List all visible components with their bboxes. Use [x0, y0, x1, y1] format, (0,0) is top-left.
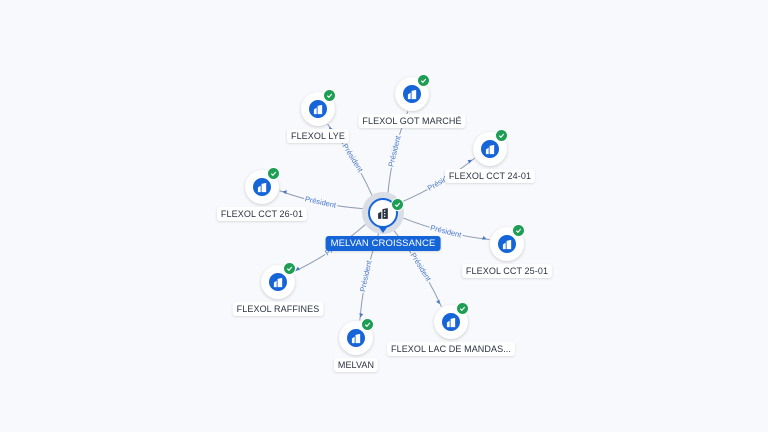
- verified-check-icon: [417, 74, 430, 87]
- center-node-label: MELVAN CROISSANCE: [325, 236, 441, 251]
- edge-label: Président: [340, 142, 365, 174]
- edge-arrow: [359, 313, 364, 318]
- node-label: FLEXOL CCT 25-01: [461, 264, 553, 278]
- verified-check-icon: [283, 262, 296, 275]
- node-circle[interactable]: [473, 129, 508, 166]
- building-icon: [313, 104, 322, 114]
- node-circle[interactable]: [434, 302, 469, 339]
- verified-check-icon: [361, 318, 374, 331]
- node-circle[interactable]: [395, 74, 430, 111]
- building-icon: [502, 239, 511, 249]
- edge-label: Président: [386, 134, 402, 168]
- node-label: FLEXOL LAC DE MANDAS...: [387, 342, 515, 356]
- building-icon: [257, 182, 266, 192]
- verified-check-icon: [323, 89, 336, 102]
- verified-check-icon: [495, 129, 508, 142]
- node-circle[interactable]: [339, 318, 374, 355]
- building-icon: [446, 317, 455, 327]
- edge-arrow: [467, 159, 472, 164]
- building-icon: [485, 144, 494, 154]
- edge-arrow: [282, 190, 287, 195]
- verified-check-icon: [391, 198, 404, 211]
- building-icon: [407, 89, 416, 99]
- edge-arrow: [436, 299, 440, 305]
- edge-line: [403, 217, 490, 241]
- node-label: FLEXOL RAFFINES: [232, 302, 324, 316]
- edge-arrow: [482, 235, 487, 240]
- edge-label: Président: [358, 259, 374, 293]
- verified-check-icon: [512, 224, 525, 237]
- verified-check-icon: [456, 302, 469, 315]
- building-icon: [351, 333, 360, 343]
- pin-tip: [378, 226, 388, 233]
- node-label: MELVAN: [333, 358, 379, 372]
- node-circle[interactable]: [490, 224, 525, 261]
- edge-line: [400, 157, 475, 203]
- edge-label: Président: [304, 194, 338, 210]
- edge-arrow: [295, 266, 300, 271]
- node-label: FLEXOL GOT MARCHÉ: [358, 114, 466, 128]
- edge-line: [279, 190, 363, 210]
- node-label: FLEXOL LYE: [286, 129, 350, 143]
- building-icon: [377, 207, 388, 219]
- edge-label: Président: [409, 251, 434, 283]
- building-icon: [273, 277, 282, 287]
- node-circle[interactable]: [261, 262, 296, 299]
- node-circle[interactable]: [245, 167, 280, 204]
- node-label: FLEXOL CCT 24-01: [444, 169, 536, 183]
- verified-check-icon: [267, 167, 280, 180]
- node-circle[interactable]: [301, 89, 336, 126]
- node-label: FLEXOL CCT 26-01: [216, 207, 308, 221]
